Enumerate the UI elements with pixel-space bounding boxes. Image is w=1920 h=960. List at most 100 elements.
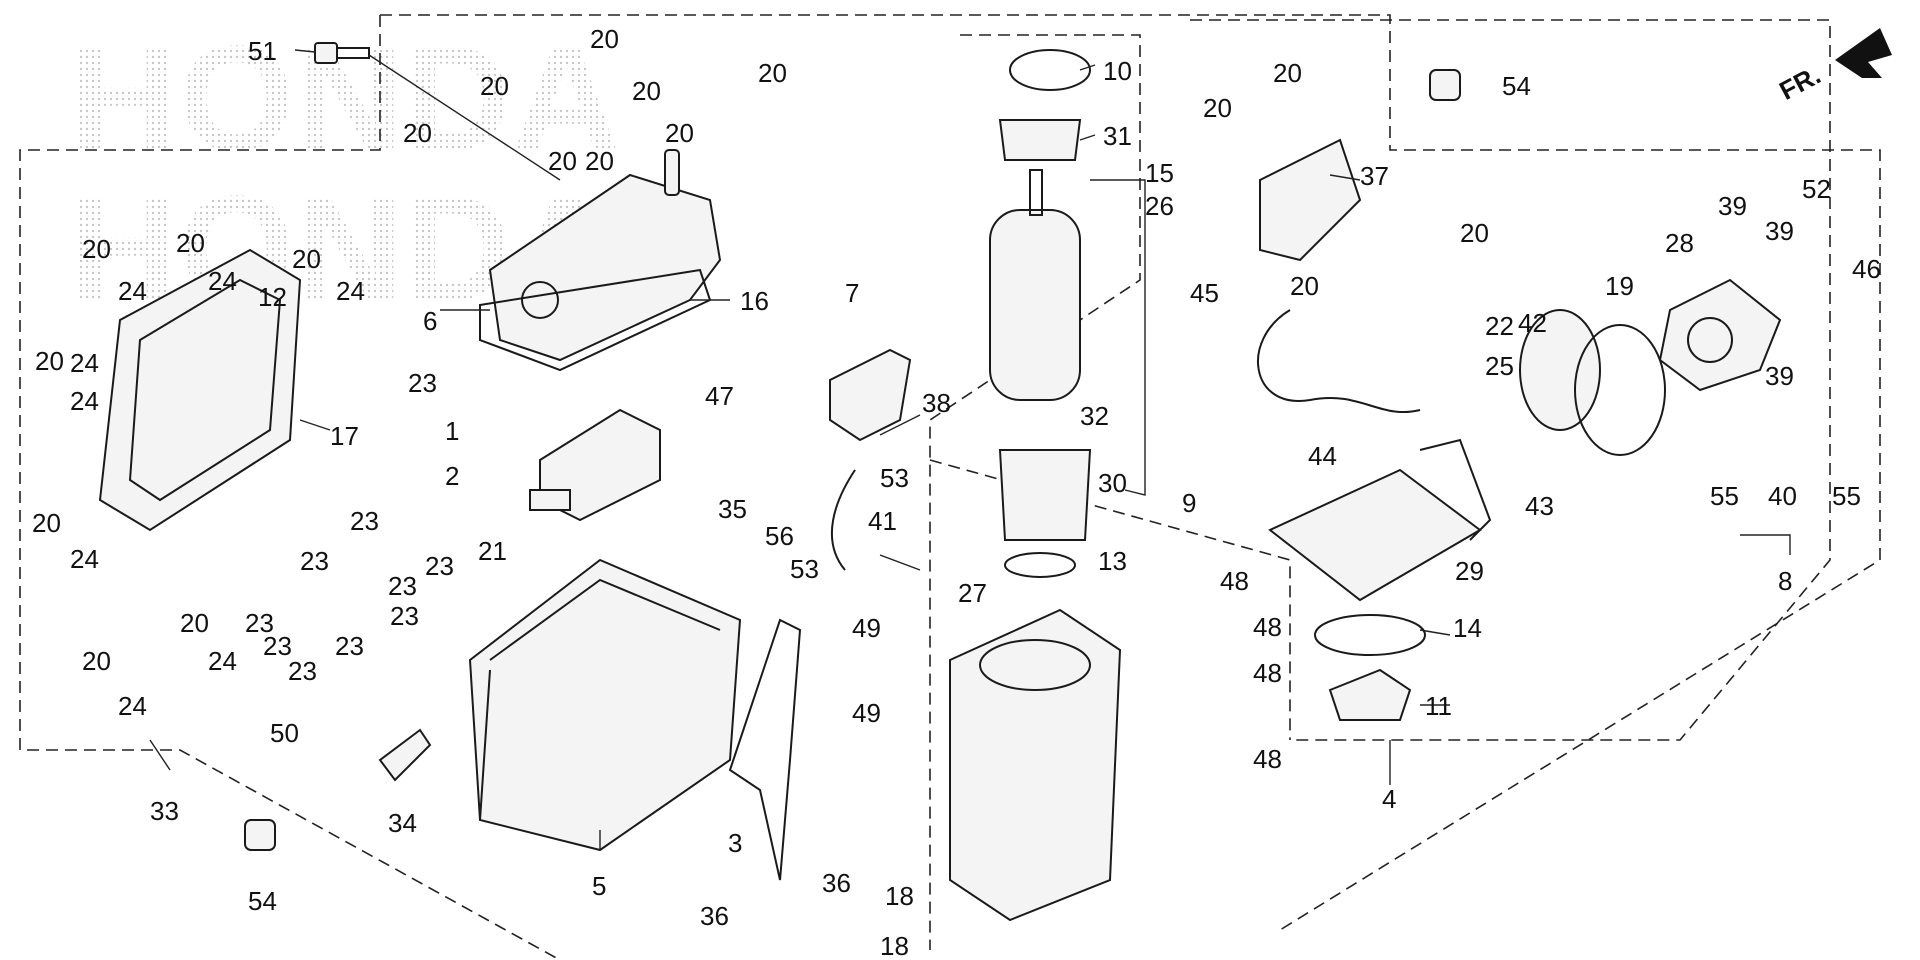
callout-24-e: 24: [70, 544, 99, 574]
callout-50: 50: [270, 718, 299, 748]
callout-20-i: 20: [292, 244, 321, 274]
part-38-shape: [829, 348, 912, 442]
separator-5-shape: [468, 558, 742, 852]
direction-indicator: FR.: [1774, 28, 1892, 106]
callout-20-f: 20: [585, 146, 614, 176]
callout-18-a: 18: [885, 881, 914, 911]
callout-20-c: 20: [758, 58, 787, 88]
callout-22: 22: [1485, 311, 1514, 341]
boundary-outer: [380, 14, 1881, 931]
callout-20-r: 20: [632, 76, 661, 106]
callout-20-k: 20: [32, 508, 61, 538]
direction-arrow-icon: [1835, 28, 1892, 78]
module-block-shape: [529, 408, 661, 522]
fuel-pump-shape: [989, 49, 1092, 578]
callout-20-m: 20: [82, 646, 111, 676]
callout-7: 7: [845, 278, 859, 308]
callout-24-f: 24: [208, 646, 237, 676]
callout-6: 6: [423, 306, 437, 336]
callout-20-s: 20: [548, 146, 577, 176]
callout-3: 3: [728, 828, 742, 858]
callout-56: 56: [765, 521, 794, 551]
callout-5: 5: [592, 871, 606, 901]
part-11-shape: [1328, 668, 1412, 721]
direction-label: FR.: [1774, 60, 1825, 106]
watermark-text-1: HONDA: [70, 14, 620, 182]
callout-23-b: 23: [350, 506, 379, 536]
callout-labels: 51 20 20 20 20 20 20 20 20 20 20 20 20 2…: [32, 24, 1881, 960]
callout-2: 2: [445, 461, 459, 491]
callout-13: 13: [1098, 546, 1127, 576]
callout-29: 29: [1455, 556, 1484, 586]
callout-23-g: 23: [335, 631, 364, 661]
callout-20-g: 20: [82, 234, 111, 264]
callout-27: 27: [958, 578, 987, 608]
callout-37: 37: [1360, 161, 1389, 191]
callout-36-b: 36: [700, 901, 729, 931]
bracket-37-shape: [1259, 138, 1362, 262]
callout-49-a: 49: [852, 613, 881, 643]
callout-49-b: 49: [852, 698, 881, 728]
housing-27-shape: [949, 608, 1122, 922]
callout-20-l: 20: [180, 608, 209, 638]
callout-46: 46: [1852, 254, 1881, 284]
callout-23-e: 23: [390, 601, 419, 631]
callout-26: 26: [1145, 191, 1174, 221]
callout-20-a: 20: [590, 24, 619, 54]
callout-23-f: 23: [245, 608, 274, 638]
bracket-3-shape: [728, 618, 802, 881]
boundary-filter: [1190, 19, 1831, 741]
callout-43: 43: [1525, 491, 1554, 521]
callout-32: 32: [1080, 401, 1109, 431]
cover-6-shape: [479, 149, 722, 372]
callout-55-a: 55: [1710, 481, 1739, 511]
callout-39-b: 39: [1765, 216, 1794, 246]
callout-23-h: 23: [288, 656, 317, 686]
callout-24-b: 24: [208, 266, 237, 296]
callout-28: 28: [1665, 228, 1694, 258]
callout-40: 40: [1768, 481, 1797, 511]
callout-24-g: 24: [118, 691, 147, 721]
callout-17: 17: [330, 421, 359, 451]
callout-14: 14: [1453, 613, 1482, 643]
boundary-pump: [929, 34, 1141, 950]
callout-18-b: 18: [880, 931, 909, 960]
callout-55-b: 55: [1832, 481, 1861, 511]
hose-41-shape: [830, 469, 856, 571]
callout-20-j: 20: [35, 346, 64, 376]
callout-44: 44: [1308, 441, 1337, 471]
callout-54-a: 54: [248, 886, 277, 916]
filter-42-shape: [1519, 309, 1666, 456]
callout-42: 42: [1518, 308, 1547, 338]
callout-8: 8: [1778, 566, 1792, 596]
callout-20-e: 20: [665, 118, 694, 148]
callout-24-c: 24: [336, 276, 365, 306]
callout-51: 51: [248, 36, 277, 66]
callout-53-b: 53: [790, 554, 819, 584]
callout-45: 45: [1190, 278, 1219, 308]
callout-31: 31: [1103, 121, 1132, 151]
callout-20-p: 20: [1460, 218, 1489, 248]
callout-52: 52: [1802, 174, 1831, 204]
callout-48-c: 48: [1253, 658, 1282, 688]
plate-34-shape: [378, 728, 432, 782]
callout-24-a: 24: [118, 276, 147, 306]
callout-39-a: 39: [1718, 191, 1747, 221]
plate-12-shape: [98, 248, 302, 532]
callout-4: 4: [1382, 784, 1396, 814]
callout-20-n: 20: [1273, 58, 1302, 88]
callout-19: 19: [1605, 271, 1634, 301]
o-ring-14-shape: [1314, 614, 1426, 656]
parts: [98, 42, 1782, 922]
callout-47: 47: [705, 381, 734, 411]
callout-23-d: 23: [300, 546, 329, 576]
callout-23-a: 23: [408, 368, 437, 398]
leader-lines: [149, 49, 1791, 850]
clip-54-shape: [244, 819, 276, 851]
callout-48-d: 48: [1253, 744, 1282, 774]
callout-41: 41: [868, 506, 897, 536]
bolt-51-shape: [314, 42, 370, 64]
callout-54-b: 54: [1502, 71, 1531, 101]
callout-33: 33: [150, 796, 179, 826]
callout-48-b: 48: [1253, 612, 1282, 642]
